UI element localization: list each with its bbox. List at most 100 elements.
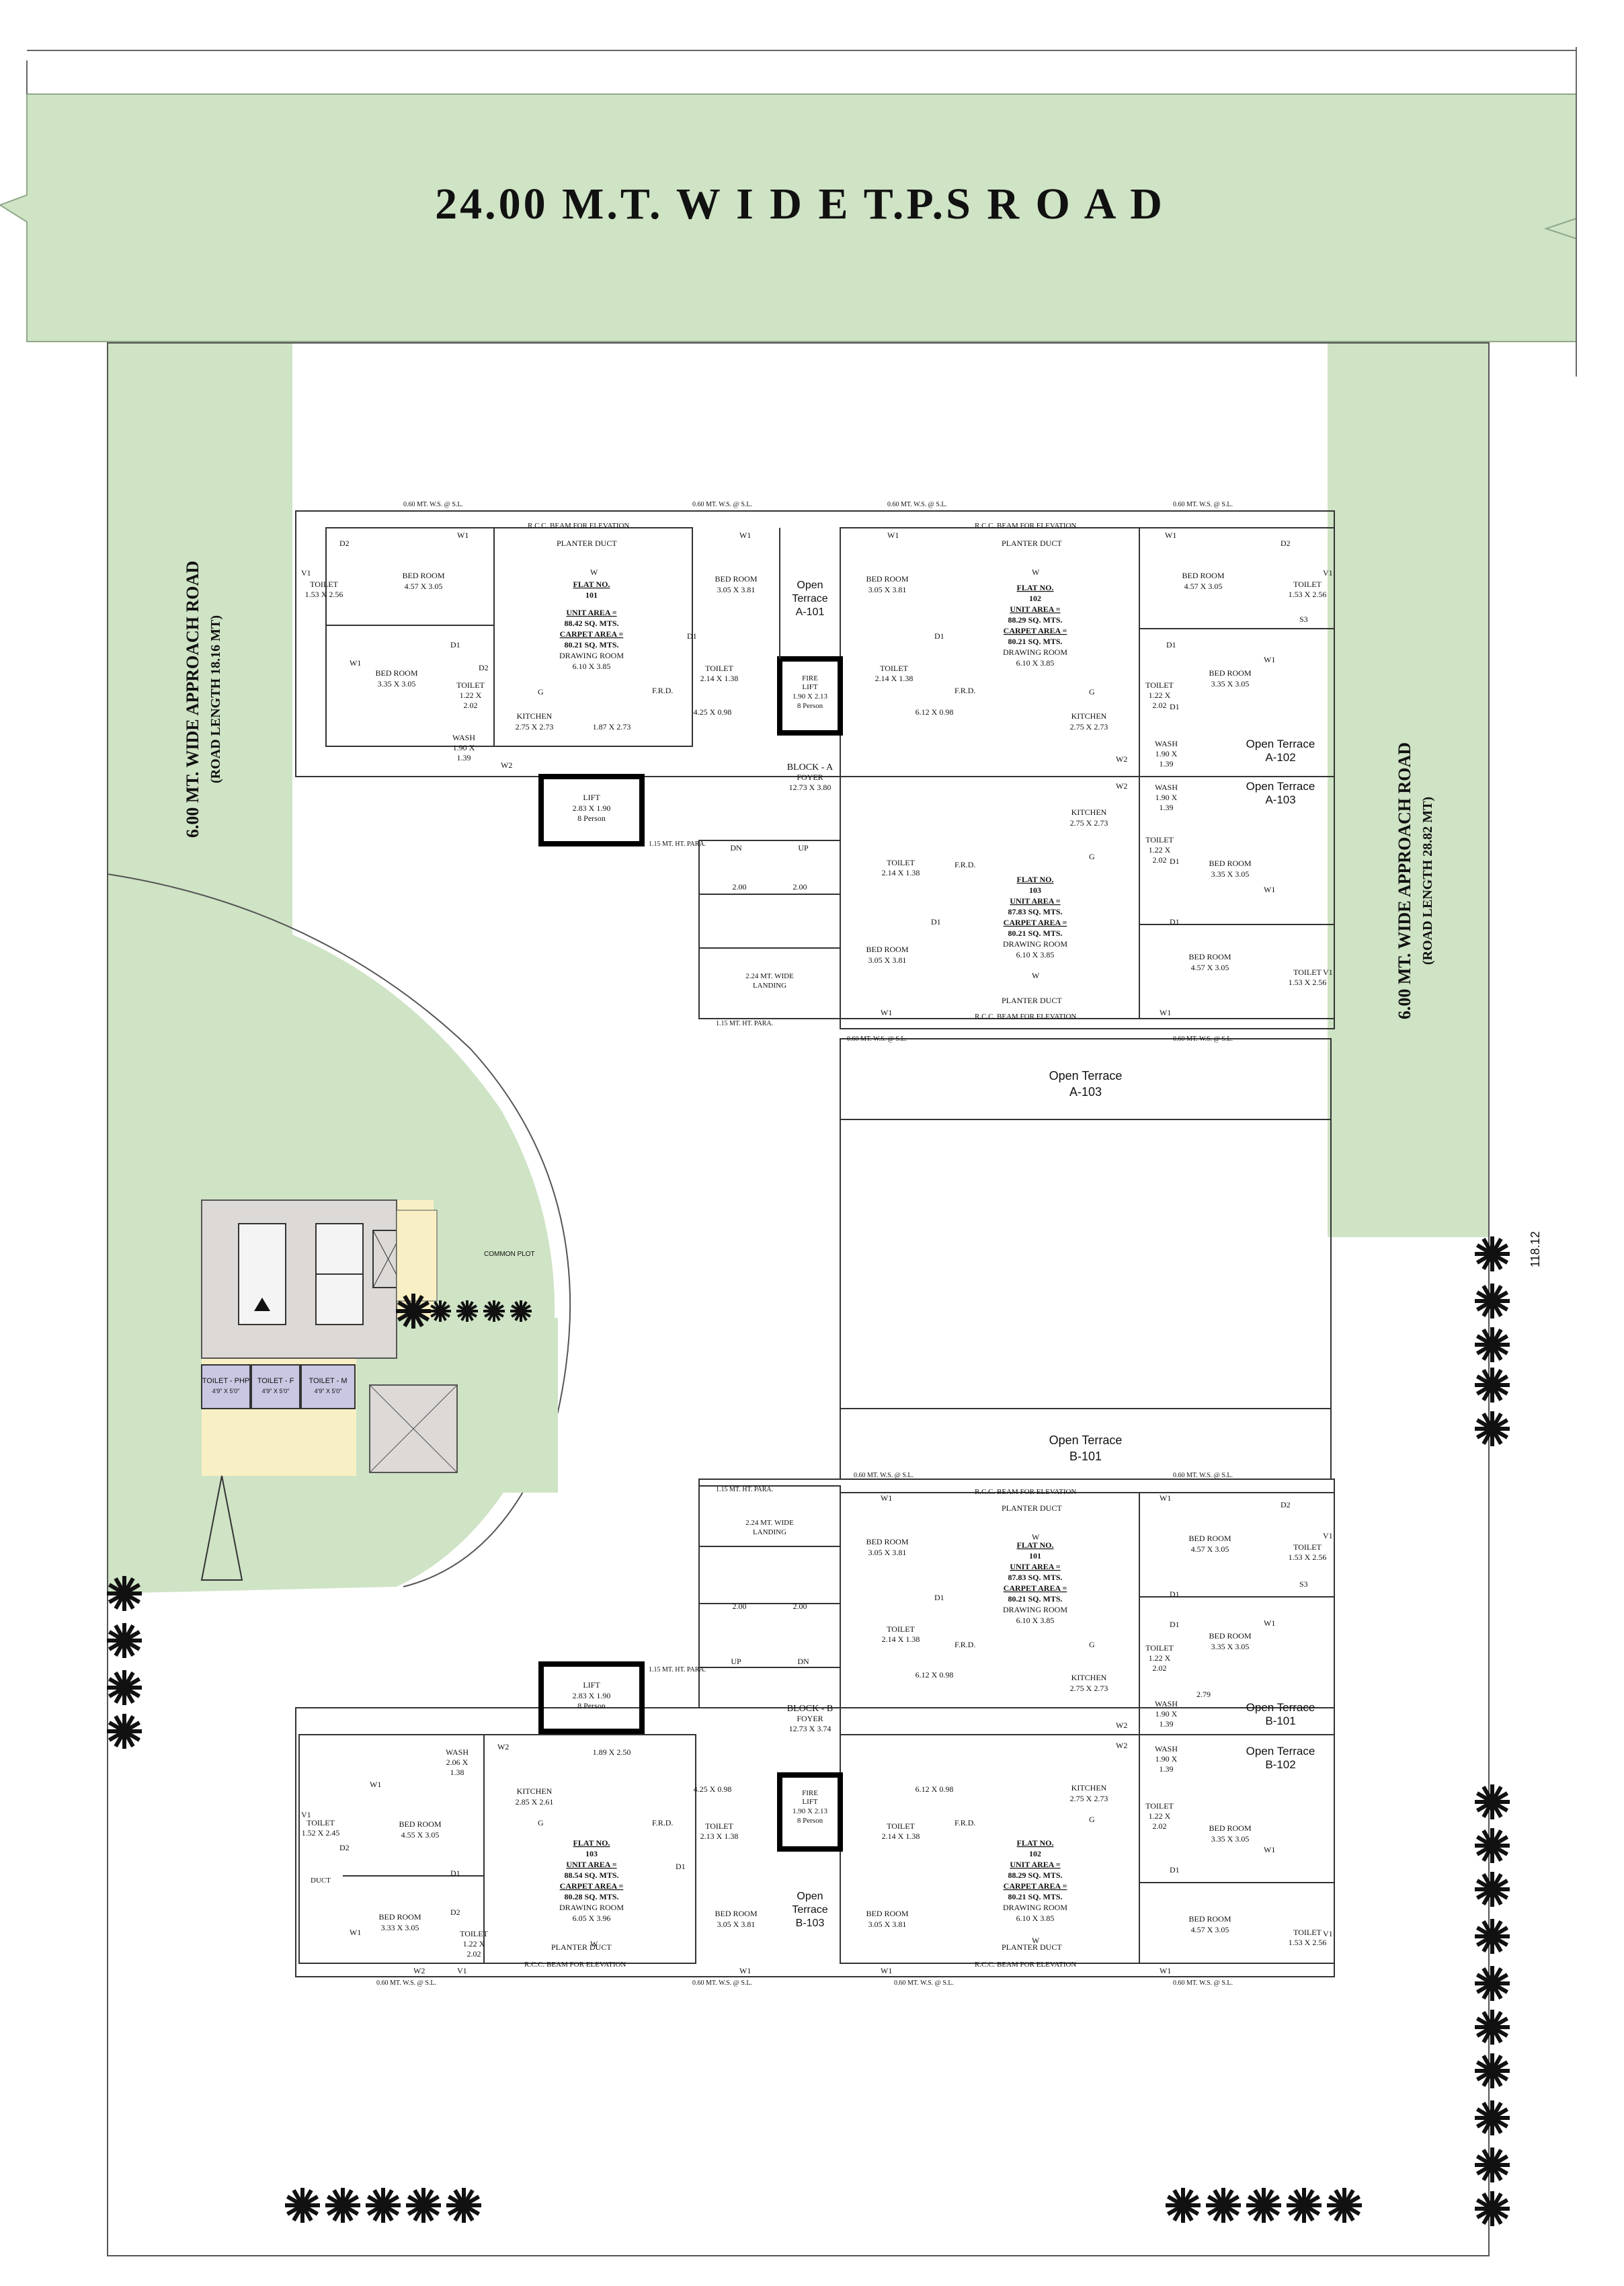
toilet-size: 2.14 X 1.38 [882,1634,920,1644]
bed-room-label: BED ROOM [399,1819,441,1829]
toilet-f-size: 4'9" X 5'0" [262,1388,290,1394]
bed-room-label: BED ROOM [1209,1631,1251,1641]
tree-icon [1327,2188,1362,2223]
beam-label: R.C.C. BEAM FOR ELEVATION [528,522,629,530]
door-tag: D1 [1166,640,1176,649]
stair-width: 2.00 [733,882,747,892]
para-label: 1.15 MT. HT. PARA. [649,840,706,848]
trees [107,1236,1510,2226]
toilet-php [201,1364,251,1409]
tree-icon [446,2188,481,2223]
vent-tag: V1 [301,568,311,578]
left-road-label: 6.00 MT. WIDE APPROACH ROAD (ROAD LENGTH… [183,561,223,838]
tree-icon [1475,2147,1510,2182]
flat-number-label: FLAT NO. [1017,875,1054,884]
landing-label: LANDING [753,1528,786,1536]
bed-room-label: BED ROOM [866,1537,908,1546]
wall-tag: G [1089,1815,1095,1824]
kitchen-size: 2.75 X 2.73 [1070,1794,1108,1803]
terrace-a103-label: Open Terrace [1049,1069,1123,1082]
toilet-size: 1.53 X 2.56 [1289,1552,1327,1562]
window-tag: W1 [1264,1845,1275,1854]
tree-icon [396,1294,431,1329]
open-terrace-a102: Open Terrace [1246,738,1315,750]
bed-room-size: 3.35 X 3.05 [1211,869,1250,879]
window-tag: W2 [1116,754,1127,764]
block-label: BLOCK - A [787,762,834,773]
vent-tag: V1 [301,1810,311,1819]
bed-room-size: 3.05 X 3.81 [717,585,756,594]
dimension-279: 2.79 [1196,1690,1211,1699]
toilet-size: 2.14 X 1.38 [882,1831,920,1841]
vent-tag: V1 [1323,1531,1333,1540]
window-tag: W1 [1160,1008,1171,1017]
drawing-room-size: 6.10 X 3.85 [1016,1914,1055,1923]
wall-tag: G [538,687,544,697]
planter-label: PLANTER DUCT [551,1942,612,1952]
frd-tag: F.R.D. [955,860,975,869]
tree-icon [430,1300,451,1322]
fire-lift-b [777,1772,843,1852]
ramp [200,1475,243,1581]
frd-tag: F.R.D. [652,686,673,695]
toilet-label: TOILET [705,664,733,673]
unit-area-label: UNIT AREA = [566,608,616,617]
flat-b103 [298,1734,696,1964]
open-terrace-b102-code: B-102 [1265,1758,1295,1771]
tree-icon [1475,2191,1510,2226]
bed-room-label: BED ROOM [402,571,444,580]
wash-size: 1.90 X [1155,1754,1178,1764]
pool-table-triangle [254,1298,270,1311]
toilet-m-size: 4'9" X 5'0" [315,1388,342,1394]
door-tag: D1 [934,631,944,641]
open-terrace-b101-code: B-101 [1265,1714,1295,1727]
bed-room-size: 3.35 X 3.05 [1211,1642,1250,1651]
window-tag: W1 [1160,1493,1171,1503]
planter-label: PLANTER DUCT [1002,1942,1062,1952]
flat-number: 102 [1029,1849,1041,1858]
tree-icon [1475,2053,1510,2088]
kitchen-size: 2.75 X 2.73 [1070,722,1108,732]
kitchen-label: KITCHEN [1071,1783,1107,1792]
tree-icon [285,2188,320,2223]
wash-size: 1.39 [1160,1719,1174,1729]
toilet-size: 2.02 [1153,1821,1167,1831]
stair-width: 2.00 [793,882,807,892]
frd-tag: F.R.D. [955,1640,975,1649]
lift-label: LIFT [583,793,600,802]
toilet-size: 1.22 X [460,691,482,700]
tree-icon [1475,1872,1510,1907]
door-tag: D2 [339,1843,350,1852]
window-tag: W2 [1116,1741,1127,1750]
block-b-text: 0.60 MT. W.S. @ S.L. 0.60 MT. W.S. @ S.L… [301,1472,1333,1987]
carpet-area-label: CARPET AREA = [1004,1583,1067,1593]
door-tag: D2 [450,1907,460,1917]
vent-tag: V1 [1323,968,1333,977]
stair-up: UP [798,843,809,853]
unit-area-value: 87.83 SQ. MTS. [1008,1573,1062,1582]
toilet-size: 1.22 X [463,1939,485,1948]
unit-area-label: UNIT AREA = [1010,1860,1060,1869]
wash-label: WASH [1155,1744,1178,1753]
left-road-line1: 6.00 MT. WIDE APPROACH ROAD [183,561,202,838]
fire-lift-label: FIRE [802,1789,818,1797]
bed-room-size: 4.57 X 3.05 [1191,1925,1229,1934]
bed-room-size: 4.57 X 3.05 [1191,1544,1229,1554]
beam-label: R.C.C. BEAM FOR ELEVATION [975,1488,1076,1496]
carpet-area-value: 80.21 SQ. MTS. [564,640,618,649]
toilet-size: 1.22 X [1149,691,1171,700]
frd-tag: F.R.D. [955,686,975,695]
fire-lift-label: FIRE [802,674,818,682]
toilet-size: 2.14 X 1.38 [875,674,914,683]
carpet-area-value: 80.21 SQ. MTS. [1008,929,1062,938]
stair-dn: DN [797,1657,809,1666]
bed-room-size: 4.57 X 3.05 [1191,963,1229,972]
stair-dn: DN [730,843,742,853]
window-tag: W1 [881,1966,892,1975]
unit-area-value: 88.29 SQ. MTS. [1008,1870,1062,1880]
foyer-label: FOYER [797,1714,823,1723]
kitchen-size: 2.75 X 2.73 [516,722,554,732]
toilet-f-label: TOILET - F [257,1377,294,1385]
window-tag: W [590,1939,598,1948]
bed-room-label: BED ROOM [378,1912,421,1922]
